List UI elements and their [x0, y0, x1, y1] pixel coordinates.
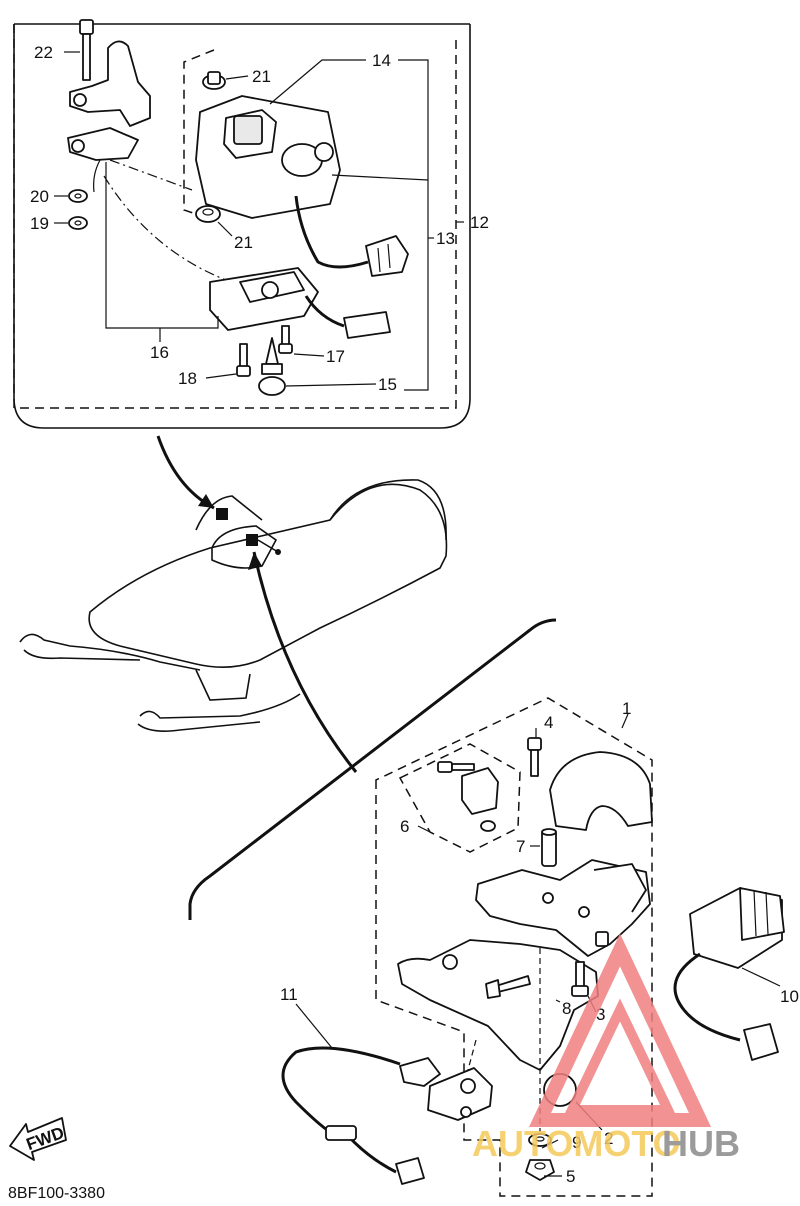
callout-21-top: 21	[252, 67, 271, 86]
callout-1: 1	[622, 699, 631, 718]
callout-3: 3	[596, 1005, 605, 1024]
screw-15	[258, 337, 286, 396]
callout-21-bottom: 21	[234, 233, 253, 252]
switch-11	[281, 1046, 493, 1185]
callout-18: 18	[178, 369, 197, 388]
screw-3	[571, 961, 589, 997]
callout-labels: 22 21 14 20 19 13 12 21 16 17 18 15 4 1 …	[8, 43, 799, 1202]
callout-22: 22	[34, 43, 53, 62]
fwd-arrow-icon: FWD	[9, 1117, 67, 1161]
pointer-arrows	[156, 435, 358, 773]
screw-8	[485, 975, 531, 999]
callout-12: 12	[470, 213, 489, 232]
lower-section-divider	[188, 618, 557, 920]
switch-10	[673, 887, 785, 1061]
throttle-bracket	[67, 40, 151, 193]
washer-9	[528, 1133, 552, 1147]
watermark-text-1: AUTOMOTO	[472, 1123, 681, 1164]
washer-20	[68, 189, 88, 203]
fwd-label: FWD	[24, 1123, 67, 1154]
callout-10: 10	[780, 987, 799, 1006]
callout-5: 5	[566, 1167, 575, 1186]
screw-18	[236, 343, 251, 377]
grommet-21-bottom	[195, 205, 221, 223]
callout-2: 2	[604, 1129, 613, 1148]
callout-14: 14	[372, 51, 391, 70]
callout-17: 17	[326, 347, 345, 366]
watermark-logo: AUTOMOTO HUB	[472, 933, 740, 1164]
watermark-text-2: HUB	[662, 1123, 740, 1164]
snowmobile-illustration	[19, 479, 448, 732]
callout-7: 7	[516, 837, 525, 856]
grommet-21-top	[202, 71, 226, 90]
screw-4	[527, 737, 542, 777]
callout-16: 16	[150, 343, 169, 362]
callout-19: 19	[30, 214, 49, 233]
callout-15: 15	[378, 375, 397, 394]
callout-20: 20	[30, 187, 49, 206]
group-6-parts	[437, 761, 499, 832]
callout-6: 6	[400, 817, 409, 836]
callout-13: 13	[436, 229, 455, 248]
assembly-1-frame	[375, 697, 653, 1197]
callout-8: 8	[562, 999, 571, 1018]
washer-19	[68, 216, 88, 230]
callout-9: 9	[572, 1133, 581, 1152]
diagram-code: 8BF100-3380	[8, 1185, 105, 1202]
upper-leaders	[54, 51, 464, 391]
screw-17	[278, 325, 293, 354]
cover-part	[549, 751, 653, 831]
switch-housing-14	[195, 95, 409, 277]
callout-4: 4	[544, 713, 553, 732]
lever-bracket	[475, 859, 651, 957]
bolt-22	[79, 19, 94, 81]
switch-16	[209, 267, 391, 339]
sleeve-7	[541, 828, 557, 867]
callout-11: 11	[280, 985, 298, 1004]
